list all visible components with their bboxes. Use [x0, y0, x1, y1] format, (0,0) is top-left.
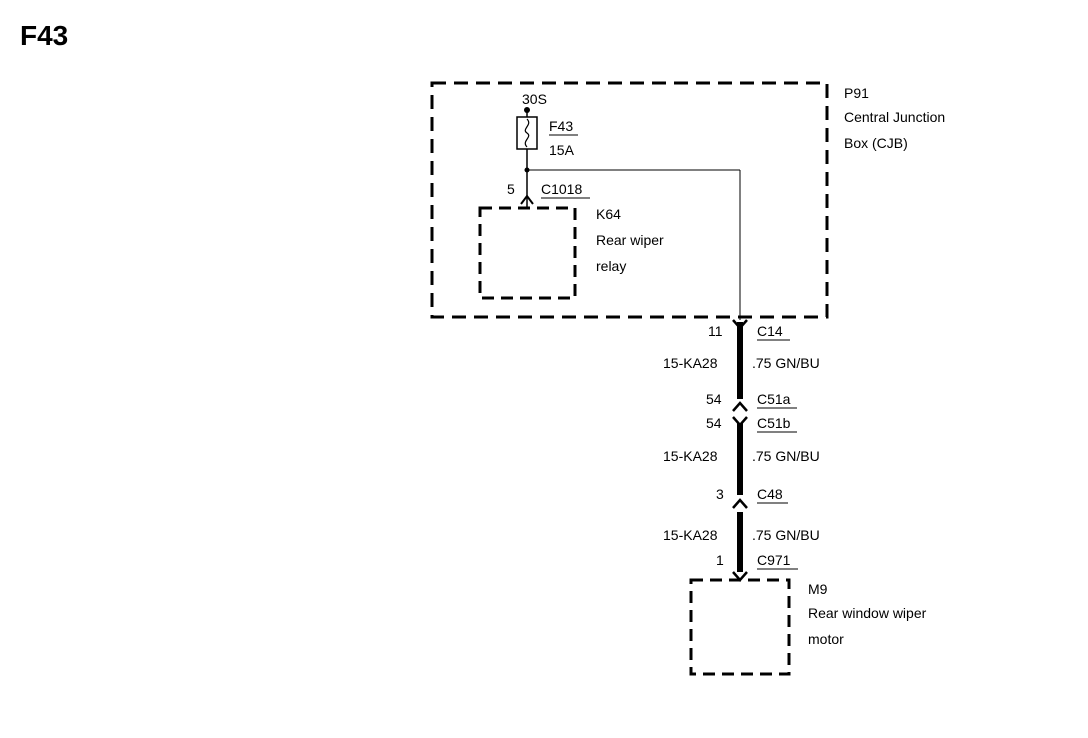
wire-1-circuit: 15-KA28	[663, 355, 718, 371]
connector-c51b-id: C51b	[757, 415, 791, 431]
connector-c14-id: C14	[757, 323, 783, 339]
connector-c971-pin: 1	[716, 552, 724, 568]
motor-id: M9	[808, 581, 828, 597]
connector-c14-icon	[732, 319, 748, 330]
relay-boundary	[478, 206, 577, 300]
wire-1-spec: .75 GN/BU	[752, 355, 820, 371]
connector-c48-id: C48	[757, 486, 783, 502]
supply-label: 30S	[522, 91, 547, 107]
relay-name-line1: Rear wiper	[596, 232, 664, 248]
junction-box-id: P91	[844, 85, 869, 101]
motor-name-line1: Rear window wiper	[808, 605, 927, 621]
junction-box-boundary	[430, 81, 829, 319]
connector-c51a-icon	[732, 401, 748, 412]
wire-2-spec: .75 GN/BU	[752, 448, 820, 464]
connector-c48-icon	[732, 498, 748, 509]
wire-3-spec: .75 GN/BU	[752, 527, 820, 543]
motor-name-line2: motor	[808, 631, 844, 647]
relay-pin: 5	[507, 181, 515, 197]
relay-id: K64	[596, 206, 621, 222]
connector-c48-pin: 3	[716, 486, 724, 502]
wire-3-circuit: 15-KA28	[663, 527, 718, 543]
connector-c51b-pin: 54	[706, 415, 722, 431]
wire-2-circuit: 15-KA28	[663, 448, 718, 464]
fuse-element-icon	[524, 118, 530, 148]
fuse-rating: 15A	[549, 142, 575, 158]
page-title: F43	[20, 20, 68, 51]
junction-box-name-line1: Central Junction	[844, 109, 945, 125]
connector-c51b-icon	[732, 416, 748, 427]
fuse-id: F43	[549, 118, 573, 134]
motor-boundary	[689, 578, 791, 676]
junction-box-name-line2: Box (CJB)	[844, 135, 908, 151]
relay-connector-id: C1018	[541, 181, 582, 197]
connector-c971-id: C971	[757, 552, 791, 568]
connector-c1018-icon	[520, 194, 534, 205]
connector-c51a-id: C51a	[757, 391, 791, 407]
connector-c51a-pin: 54	[706, 391, 722, 407]
relay-name-line2: relay	[596, 258, 626, 274]
connector-c14-pin: 11	[708, 323, 723, 339]
